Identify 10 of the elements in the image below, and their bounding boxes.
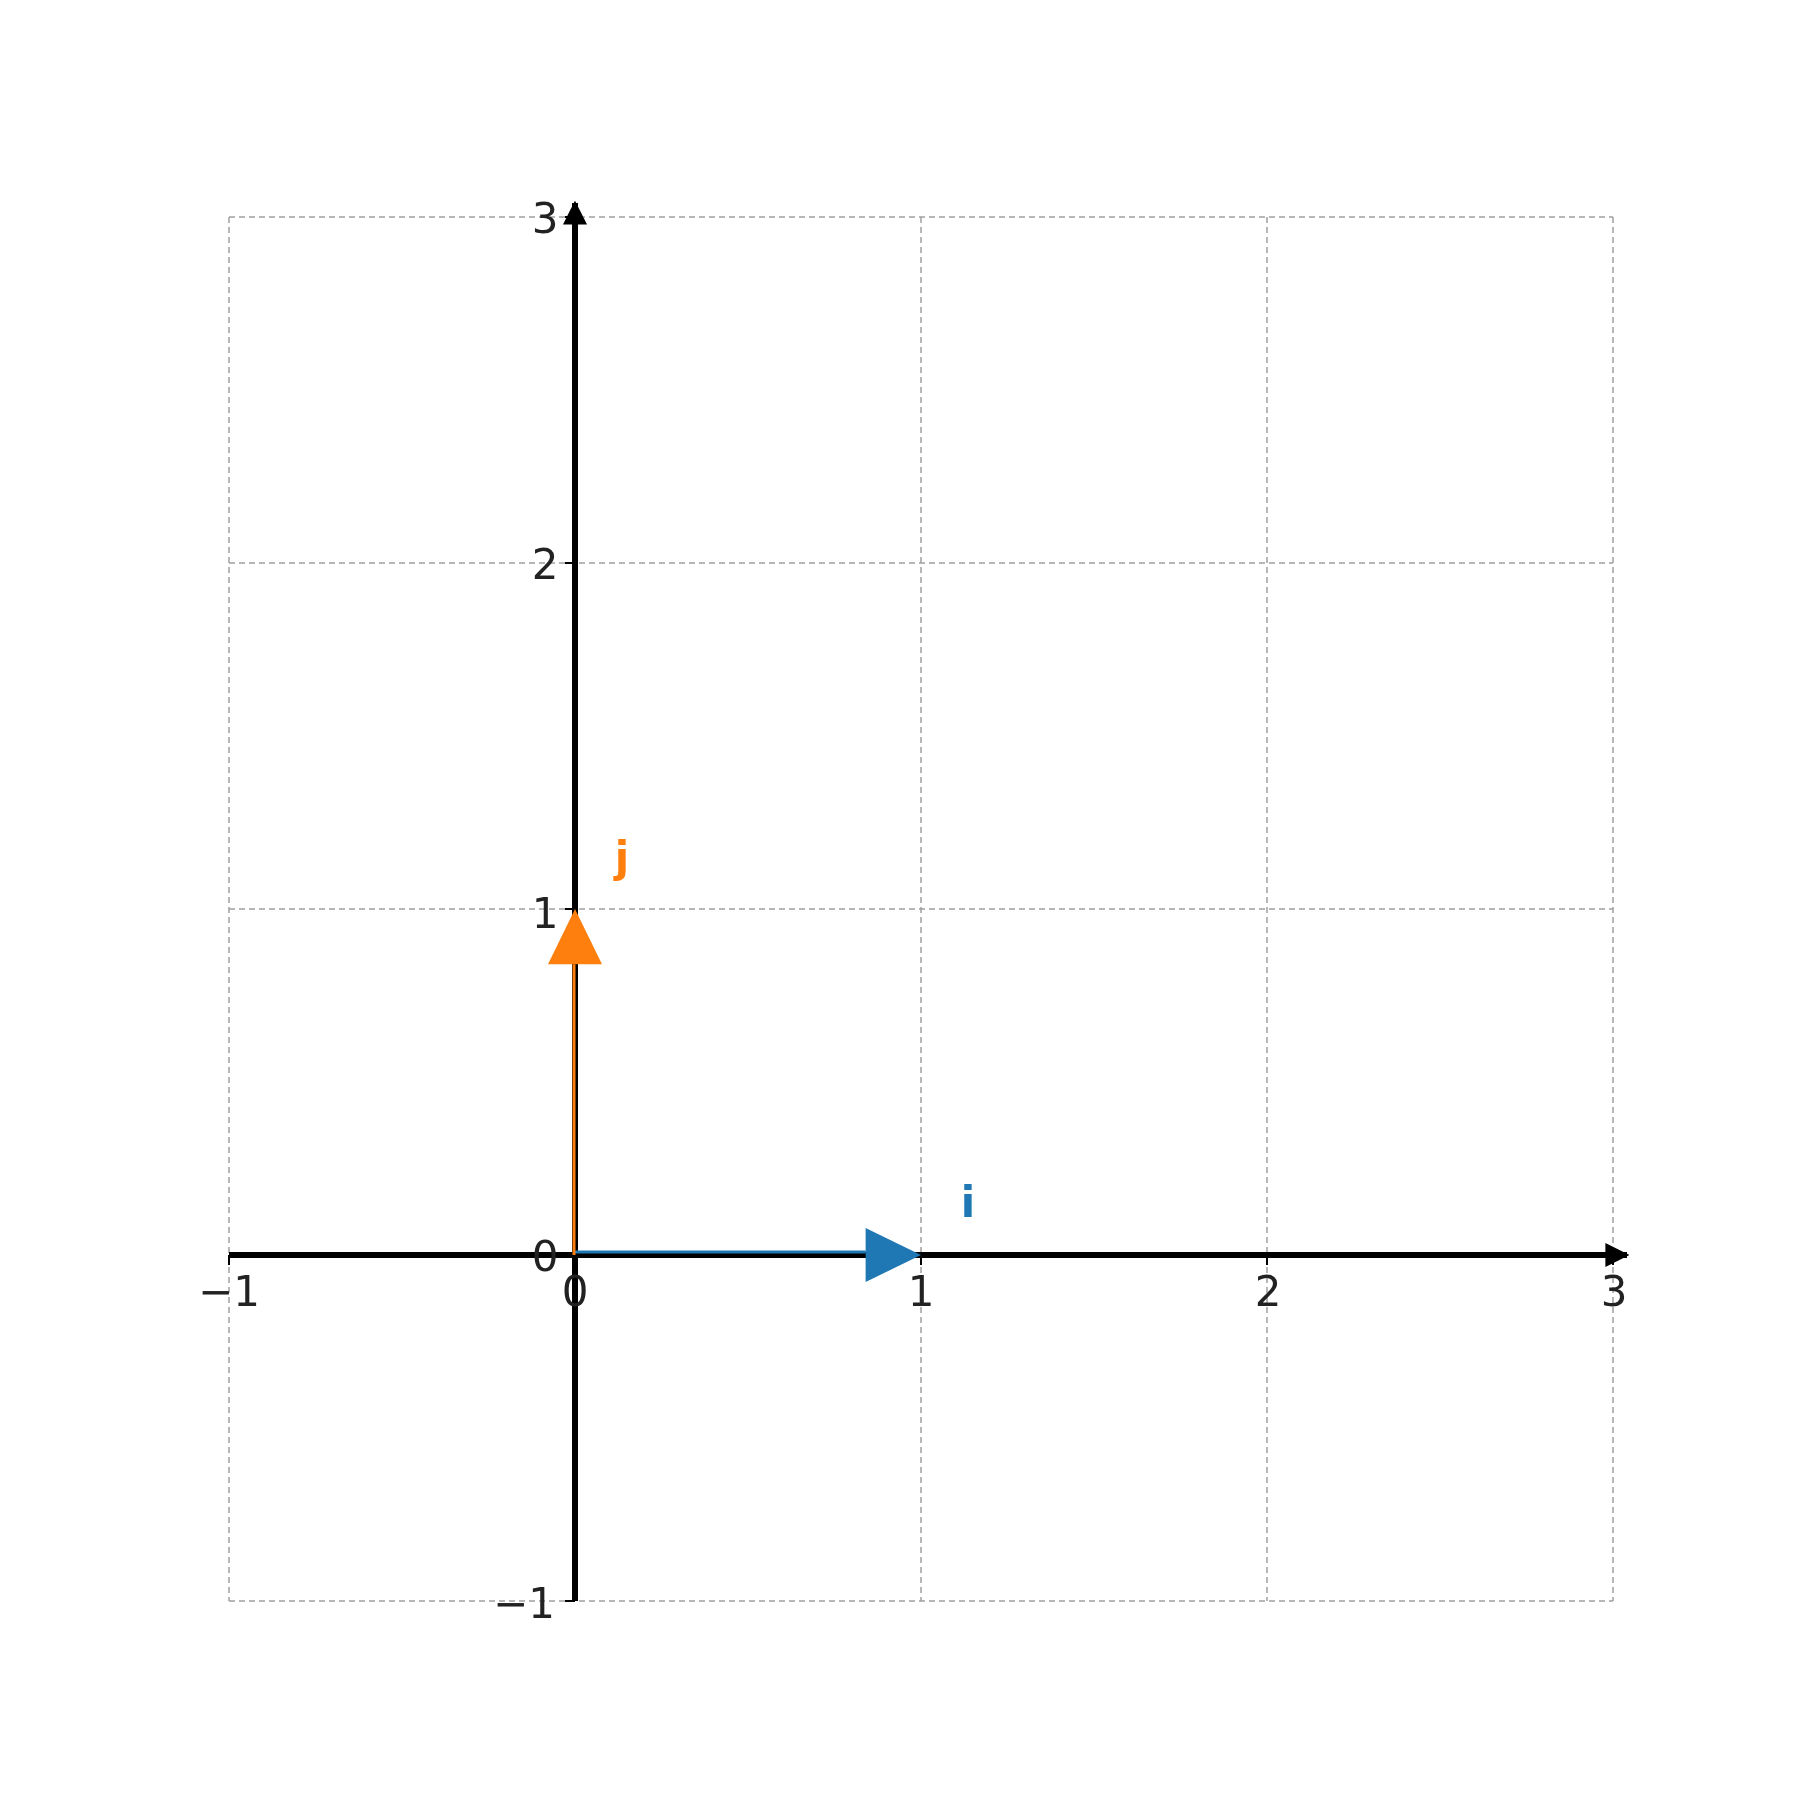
tick-label: 1 bbox=[531, 893, 559, 935]
tick-label: −1 bbox=[493, 1583, 555, 1625]
tick-label: 3 bbox=[1600, 1271, 1628, 1313]
tick-label: 1 bbox=[907, 1271, 935, 1313]
vector-label: j bbox=[614, 837, 630, 879]
vector-label: i bbox=[960, 1182, 976, 1224]
tick-label: 2 bbox=[1254, 1271, 1282, 1313]
tick-label: 3 bbox=[531, 198, 559, 240]
tick-label: 2 bbox=[531, 544, 559, 586]
tick-label: −1 bbox=[198, 1271, 260, 1313]
